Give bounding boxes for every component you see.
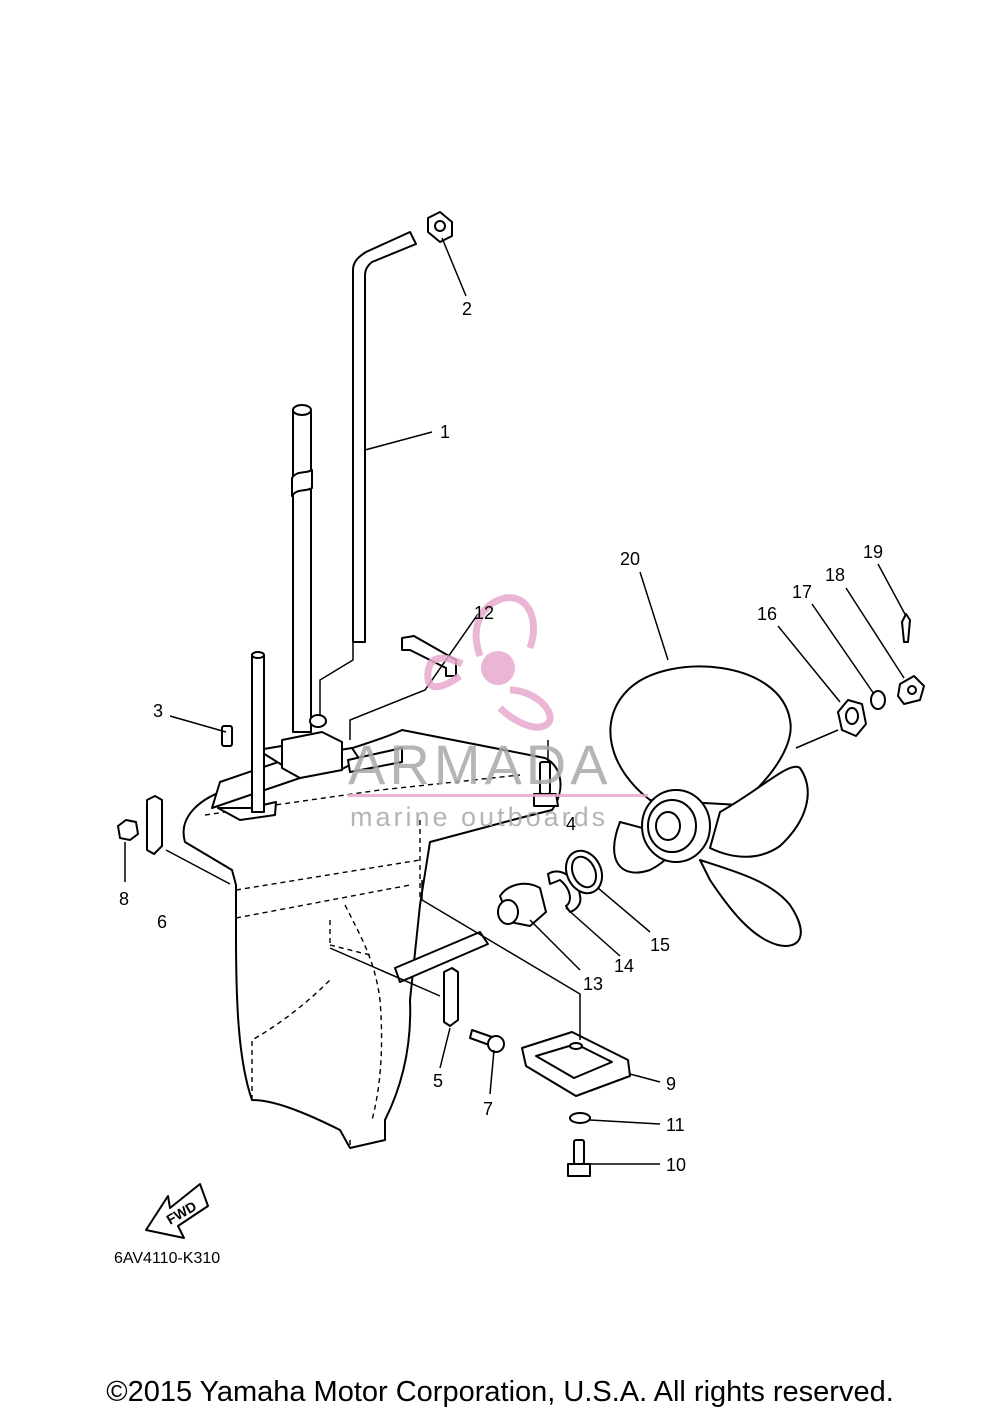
spacer-part-18 xyxy=(897,675,925,705)
grommet-part-2 xyxy=(427,211,453,243)
callout-10: 10 xyxy=(666,1155,686,1175)
bracket-part-6 xyxy=(146,795,163,855)
callout-6: 6 xyxy=(157,912,167,932)
callout-1: 1 xyxy=(440,422,450,442)
callout-13: 13 xyxy=(583,974,603,994)
watermark: ARMADA marine outboards xyxy=(348,594,648,832)
propeller-part-20 xyxy=(609,665,809,947)
shift-rod xyxy=(251,651,265,813)
copyright-notice: ©2015 Yamaha Motor Corporation, U.S.A. A… xyxy=(106,1376,894,1408)
callout-15: 15 xyxy=(650,935,670,955)
clip-part-5 xyxy=(443,967,459,1027)
callout-2: 2 xyxy=(462,299,472,319)
callout-17: 17 xyxy=(792,582,812,602)
bolt-part-10 xyxy=(567,1139,591,1177)
callout-19: 19 xyxy=(863,542,883,562)
callout-14: 14 xyxy=(614,956,634,976)
o-ring-part-15 xyxy=(565,849,603,895)
forward-arrow: FWD xyxy=(145,1183,209,1239)
housing-part-13 xyxy=(497,882,547,927)
callout-7: 7 xyxy=(483,1099,493,1119)
water-tube xyxy=(309,231,417,728)
diagram-code: 6AV4110-K310 xyxy=(114,1250,220,1267)
watermark-tagline: marine outboards xyxy=(350,802,608,832)
callout-18: 18 xyxy=(825,565,845,585)
callout-16: 16 xyxy=(757,604,777,624)
callout-4: 4 xyxy=(566,814,576,834)
cotter-pin-part-19 xyxy=(901,613,911,643)
lower-casing xyxy=(182,729,562,1149)
washer-part-11 xyxy=(569,1112,591,1124)
leader-lines xyxy=(124,237,907,1165)
callout-labels: 1 2 3 4 5 6 7 8 9 10 11 12 13 14 15 16 1… xyxy=(119,299,883,1175)
washer-part-17 xyxy=(870,690,886,710)
callout-5: 5 xyxy=(433,1071,443,1091)
anode-part-9 xyxy=(521,1031,631,1097)
screw-part-7 xyxy=(469,1029,505,1053)
drive-shaft xyxy=(291,404,313,733)
callout-3: 3 xyxy=(153,701,163,721)
watermark-brand: ARMADA xyxy=(348,733,612,796)
callout-11: 11 xyxy=(666,1115,685,1135)
callout-12: 12 xyxy=(474,603,494,623)
callout-20: 20 xyxy=(620,549,640,569)
callout-8: 8 xyxy=(119,889,129,909)
nut-part-8 xyxy=(117,819,139,841)
pin-part-3 xyxy=(221,725,233,747)
callout-9: 9 xyxy=(666,1074,676,1094)
propeller-logo-icon xyxy=(424,594,554,731)
nut-part-16 xyxy=(837,699,867,737)
